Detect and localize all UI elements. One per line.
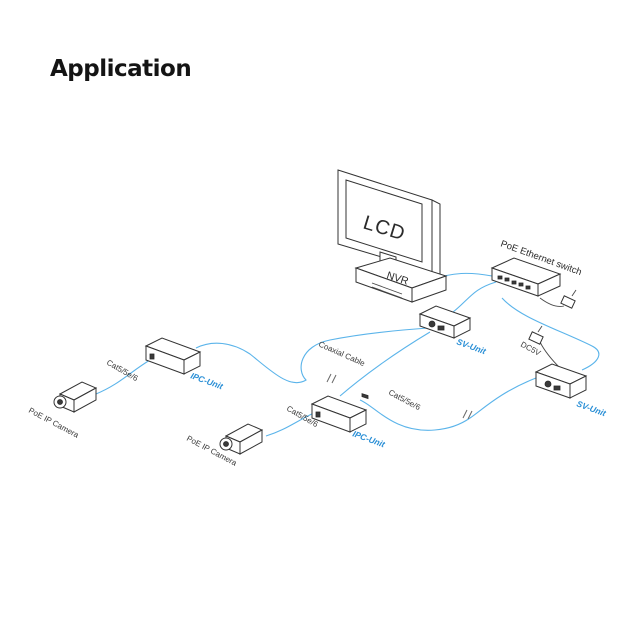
dc-power-cable [539, 341, 561, 369]
cable-switch-to-sv-right [501, 297, 600, 371]
cat-cable-left-camera [95, 359, 151, 395]
sv-unit-top-label: SV-Unit [455, 336, 488, 356]
cable-break-mark-b [331, 374, 337, 384]
sv-unit-right-label: SV-Unit [575, 398, 608, 418]
ipc-unit-mid: IPC-Unit [310, 395, 387, 450]
cable-break-mark-c [462, 409, 468, 419]
cable-break-mark-a [326, 373, 332, 383]
cat-cable-right-to-mid [359, 377, 537, 431]
ipc-unit-left-label: IPC-Unit [189, 370, 225, 391]
lcd-monitor: LCD [337, 169, 441, 277]
cable-break-mark-d [467, 410, 473, 420]
sv-unit-top: SV-Unit [418, 305, 488, 357]
coaxial-cable-left-loop [195, 327, 429, 384]
coaxial-cable-label: Coaxial Cable [317, 340, 367, 369]
cat-cable-right-label: Cat5/5e/6 [387, 388, 422, 412]
cable-switch-to-sv-top [447, 281, 497, 317]
ipc-unit-left: IPC-Unit [144, 337, 225, 392]
nvr-device: NVR [354, 257, 448, 400]
camera-mid: PoE IP Camera [185, 423, 264, 468]
dc-power-adapter [528, 325, 544, 345]
sv-unit-right: SV-Unit [534, 363, 608, 419]
page-title: Application [50, 56, 192, 82]
poe-ethernet-switch: PoE Ethernet switch [490, 238, 583, 297]
switch-power-cable [539, 297, 565, 307]
coaxial-cable-mid [339, 331, 431, 397]
ipc-unit-mid-label: IPC-Unit [351, 428, 387, 449]
camera-left: PoE IP Camera [27, 381, 98, 440]
switch-power-adapter [560, 289, 577, 309]
